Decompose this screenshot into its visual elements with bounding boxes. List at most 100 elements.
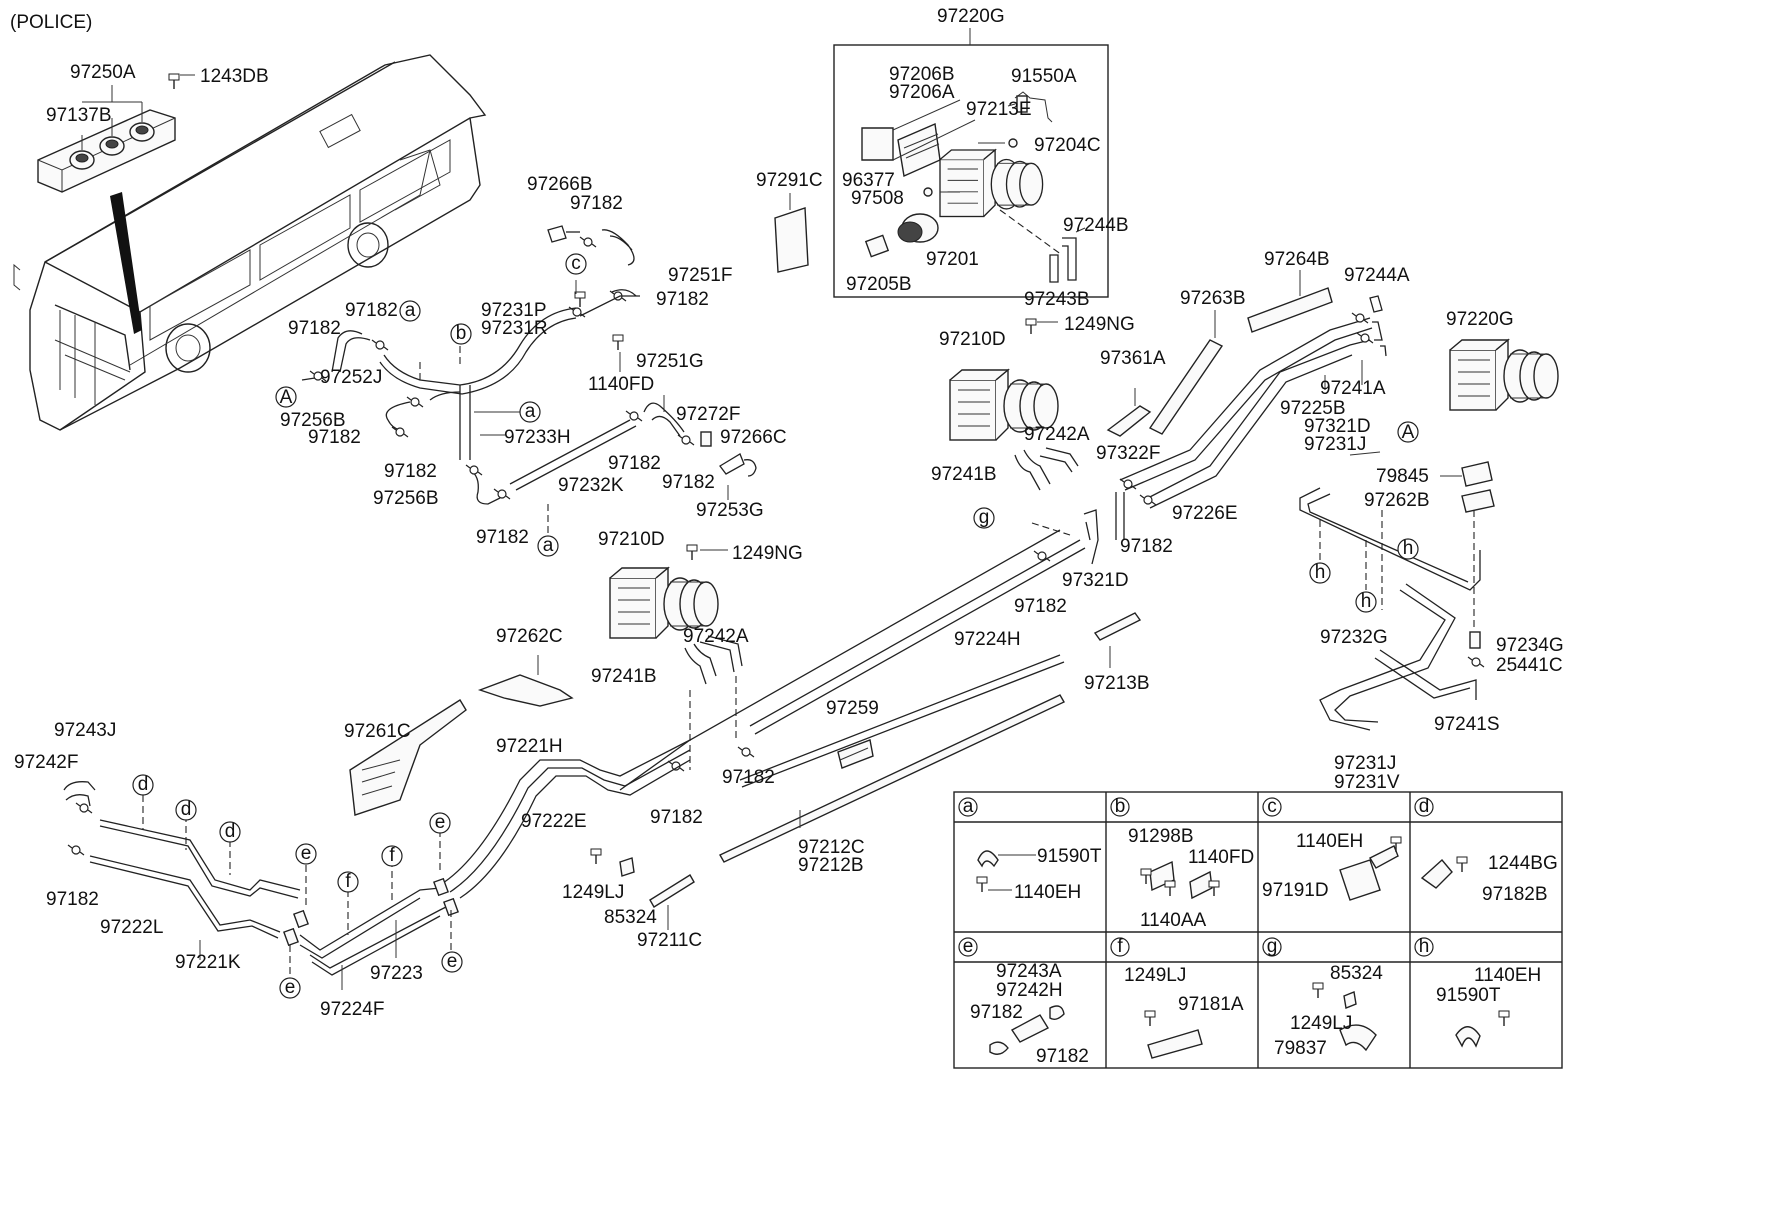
part-label-97264b: 97264B bbox=[1264, 249, 1330, 270]
callout-h-1: h bbox=[1403, 538, 1414, 559]
table-key-c: c bbox=[1267, 796, 1277, 817]
part-label-97212c: 97212C bbox=[798, 837, 865, 858]
table-key-b: b bbox=[1115, 796, 1126, 817]
table-b-91298B: 91298B bbox=[1128, 826, 1194, 847]
callout-c-1: c bbox=[571, 253, 581, 274]
part-label-97251f: 97251F bbox=[668, 265, 732, 286]
part-label-97222l: 97222L bbox=[100, 917, 163, 938]
part-label-97231v: 97231V bbox=[1334, 772, 1400, 793]
part-label-97182_c3: 97182 bbox=[662, 472, 715, 493]
detail-table-labels: 91590T 1140EH 91298B 1140FD 1140AA 1140E… bbox=[970, 826, 1558, 1067]
part-label-97253g: 97253G bbox=[696, 500, 764, 521]
table-f-1249LJ: 1249LJ bbox=[1124, 965, 1186, 986]
part-label-97263b: 97263B bbox=[1180, 288, 1246, 309]
part-label-25441c: 25441C bbox=[1496, 655, 1563, 676]
callout-f-1: f bbox=[345, 871, 351, 892]
bus-illustration bbox=[13, 54, 487, 431]
part-label-97182_c1: 97182 bbox=[384, 461, 437, 482]
callout-a-2: a bbox=[525, 401, 536, 422]
callout-d-3: d bbox=[225, 821, 236, 842]
table-d-1244BG: 1244BG bbox=[1488, 853, 1558, 874]
part-label-97225b: 97225B bbox=[1280, 398, 1346, 419]
callout-a-3: a bbox=[543, 535, 554, 556]
part-label-97231j_1: 97231J bbox=[1304, 434, 1366, 455]
part-label-97201: 97201 bbox=[926, 249, 979, 270]
part-label-97220g_top: 97220G bbox=[937, 6, 1005, 27]
part-label-97259: 97259 bbox=[826, 698, 879, 719]
part-label-97243b: 97243B bbox=[1024, 289, 1090, 310]
callout-d-2: d bbox=[181, 799, 192, 820]
part-label-97242a_2: 97242A bbox=[683, 626, 749, 647]
part-label-97244b: 97244B bbox=[1063, 215, 1129, 236]
table-b-1140AA: 1140AA bbox=[1140, 910, 1207, 931]
part-label-97361a: 97361A bbox=[1100, 348, 1166, 369]
part-label-97242f: 97242F bbox=[14, 752, 78, 773]
part-label-97182_e1: 97182 bbox=[722, 767, 775, 788]
part-label-97231p: 97231P bbox=[481, 300, 547, 321]
part-label-97182_a1: 97182 bbox=[570, 193, 623, 214]
part-label-97231j_2: 97231J bbox=[1334, 753, 1396, 774]
upper-hose-group bbox=[301, 225, 757, 534]
table-a-91590T: 91590T bbox=[1037, 846, 1102, 867]
table-a-1140EH: 1140EH bbox=[1014, 882, 1081, 903]
part-label-97232g: 97232G bbox=[1320, 627, 1388, 648]
part-label-97321d_1: 97321D bbox=[1304, 416, 1371, 437]
part-label-97241s: 97241S bbox=[1434, 714, 1500, 735]
part-label-1249lj: 1249LJ bbox=[562, 882, 624, 903]
part-label-97137b: 97137B bbox=[46, 105, 112, 126]
part-label-97210d_2: 97210D bbox=[598, 529, 665, 550]
part-label-85324: 85324 bbox=[604, 907, 657, 928]
part-label-97256b_1: 97256B bbox=[280, 410, 346, 431]
table-key-a: a bbox=[963, 796, 974, 817]
table-key-h: h bbox=[1419, 936, 1430, 957]
part-label-97241a: 97241A bbox=[1320, 378, 1386, 399]
callout-b-1: b bbox=[456, 323, 467, 344]
part-label-97244a: 97244A bbox=[1344, 265, 1410, 286]
callouts: A a b c a a g A h h h d d d e f f e e e … bbox=[132, 253, 1434, 999]
part-label-97251g: 97251G bbox=[636, 351, 704, 372]
part-label-96377: 96377 bbox=[842, 170, 895, 191]
part-label-97213b: 97213B bbox=[1084, 673, 1150, 694]
part-label-97222e: 97222E bbox=[521, 811, 587, 832]
part-label-97182_d1: 97182 bbox=[1120, 536, 1173, 557]
part-label-97182_e2: 97182 bbox=[650, 807, 703, 828]
variant-label: (POLICE) bbox=[10, 12, 92, 33]
part-label-1249ng_1: 1249NG bbox=[1064, 314, 1135, 335]
part-label-1249ng_2: 1249NG bbox=[732, 543, 803, 564]
part-label-1243db: 1243DB bbox=[200, 66, 269, 87]
part-label-97242a_1: 97242A bbox=[1024, 424, 1090, 445]
part-label-97206a: 97206A bbox=[889, 82, 955, 103]
part-label-97231r: 97231R bbox=[481, 318, 548, 339]
part-label-97205b: 97205B bbox=[846, 274, 912, 295]
callout-f-2: f bbox=[389, 845, 395, 866]
part-label-97210d_1: 97210D bbox=[939, 329, 1006, 350]
callout-g-1: g bbox=[979, 507, 990, 528]
part-label-97252j: 97252J bbox=[320, 367, 382, 388]
part-label-97206b: 97206B bbox=[889, 64, 955, 85]
part-label-97232k: 97232K bbox=[558, 475, 624, 496]
table-key-d: d bbox=[1419, 796, 1430, 817]
part-label-97182_a2: 97182 bbox=[656, 289, 709, 310]
table-key-e: e bbox=[963, 936, 974, 957]
part-label-79845: 79845 bbox=[1376, 466, 1429, 487]
table-d-97182B: 97182B bbox=[1482, 884, 1548, 905]
callout-A-2: A bbox=[1402, 422, 1415, 443]
table-e-97243A: 97243A bbox=[996, 961, 1062, 982]
part-label-97272f: 97272F bbox=[676, 404, 740, 425]
table-e-97242H: 97242H bbox=[996, 980, 1063, 1001]
part-label-97204c: 97204C bbox=[1034, 135, 1101, 156]
control-panel bbox=[37, 73, 195, 193]
table-f-97181A: 97181A bbox=[1178, 994, 1244, 1015]
part-label-97182_b3: 97182 bbox=[308, 427, 361, 448]
part-label-97321d_2: 97321D bbox=[1062, 570, 1129, 591]
table-key-g: g bbox=[1267, 936, 1278, 957]
part-label-97182_d2: 97182 bbox=[1014, 596, 1067, 617]
detail-table bbox=[953, 791, 1563, 1069]
part-label-97220g_right: 97220G bbox=[1446, 309, 1514, 330]
part-label-97221h: 97221H bbox=[496, 736, 563, 757]
callout-a-1: a bbox=[405, 300, 416, 321]
table-c-97191D: 97191D bbox=[1262, 880, 1329, 901]
part-label-97250a: 97250A bbox=[70, 62, 136, 83]
